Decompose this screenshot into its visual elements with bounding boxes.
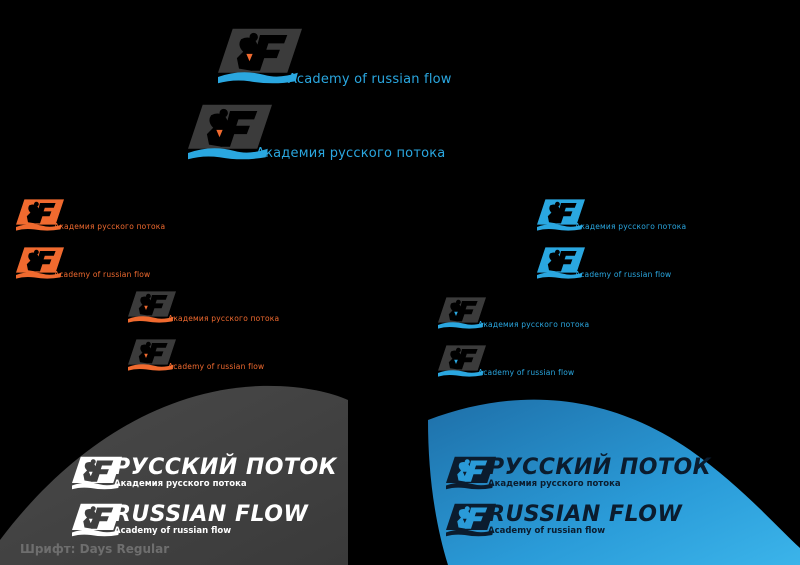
logo-gray-en: Academy of russian flow <box>128 338 264 372</box>
logo-gray-ru-text: Академия русского потока <box>168 314 280 323</box>
logo-top-en-text: Academy of russian flow <box>288 72 452 87</box>
logo-blue-ru-text: Академия русского потока <box>575 222 687 231</box>
panel-gray-subtitle-en: Academy of russian flow <box>114 526 232 536</box>
panel-blue-subtitle-en: Academy of russian flow <box>488 526 606 536</box>
panel-gray-title-ru: РУССКИЙ ПОТОК <box>114 455 338 480</box>
logo-blue-gray-ru-text: Академия русского потока <box>478 320 590 329</box>
panel-blue-title-en: RUSSIAN FLOW <box>488 502 683 527</box>
logo-blue-en: Academy of russian flow <box>537 246 671 280</box>
logo-gray-en-text: Academy of russian flow <box>168 362 265 371</box>
panel-gray-ru-logo: РУССКИЙ ПОТОК Академия русского потока <box>72 455 337 491</box>
logo-orange-ru: Академия русского потока <box>16 198 165 232</box>
logo-blue-gray-en-text: Academy of russian flow <box>478 368 575 377</box>
logo-orange-ru-text: Академия русского потока <box>54 222 166 231</box>
panel-gray-subtitle-ru: Академия русского потока <box>114 479 247 489</box>
panel-gray-en-logo: RUSSIAN FLOW Academy of russian flow <box>72 502 308 538</box>
logo-top-ru: Академия русского потока <box>188 102 445 162</box>
panel-gray-title-en: RUSSIAN FLOW <box>114 502 309 527</box>
logo-top-ru-text: Академия русского потока <box>256 146 446 161</box>
panel-blue-subtitle-ru: Академия русского потока <box>488 479 621 489</box>
logo-gray-ru: Академия русского потока <box>128 290 279 324</box>
font-note: Шрифт: Days Regular <box>20 542 170 556</box>
logo-blue-en-text: Academy of russian flow <box>575 270 672 279</box>
panel-blue-en-logo: RUSSIAN FLOW Academy of russian flow <box>446 502 682 538</box>
logo-blue-gray-en: Academy of russian flow <box>438 344 574 378</box>
logo-orange-en-text: Academy of russian flow <box>54 270 151 279</box>
panel-blue-ru-logo: РУССКИЙ ПОТОК Академия русского потока <box>446 455 711 491</box>
panel-blue-title-ru: РУССКИЙ ПОТОК <box>488 455 712 480</box>
logo-blue-gray-ru: Академия русского потока <box>438 296 589 330</box>
logo-blue-ru: Академия русского потока <box>537 198 686 232</box>
logo-top-en: Academy of russian flow <box>218 26 452 87</box>
logo-orange-en: Academy of russian flow <box>16 246 150 280</box>
